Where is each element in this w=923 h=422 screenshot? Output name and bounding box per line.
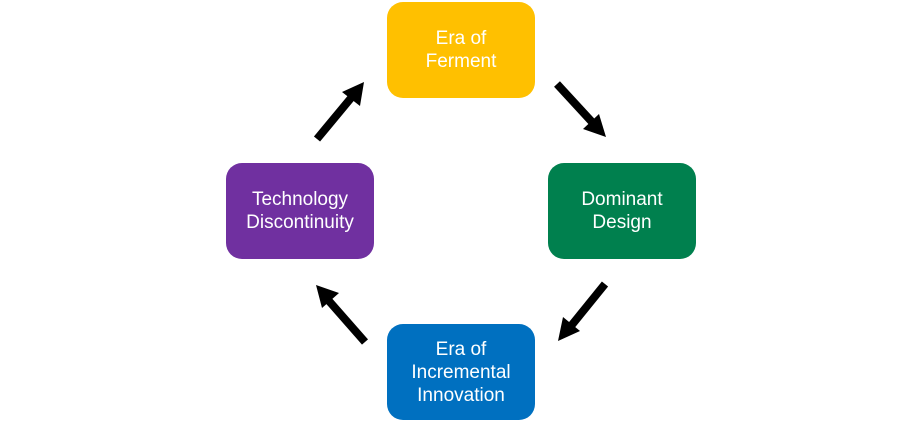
arrow-dominant-to-incremental (558, 281, 609, 341)
arrow-ferment-to-dominant (554, 81, 606, 137)
technology-discontinuity-label: Technology Discontinuity (246, 188, 354, 234)
era-of-ferment-line1: Era of (435, 28, 487, 49)
incremental-line1: Era of (435, 338, 487, 360)
era-of-incremental-innovation-label: Era of Incremental Innovation (411, 338, 510, 407)
era-of-ferment-line2: Ferment (425, 51, 497, 72)
technology-discontinuity-line1: Technology (251, 189, 349, 210)
dominant-design-node: Dominant Design (548, 163, 696, 259)
era-of-ferment-label: Era of Ferment (426, 27, 497, 73)
incremental-line3: Innovation (417, 384, 505, 406)
dominant-design-line1: Dominant (581, 189, 663, 210)
era-of-ferment-node: Era of Ferment (387, 2, 535, 98)
technology-discontinuity-line2: Discontinuity (246, 212, 354, 233)
incremental-line2: Incremental (411, 361, 511, 383)
arrow-incremental-to-tech (316, 285, 369, 345)
era-of-incremental-innovation-node: Era of Incremental Innovation (387, 324, 535, 420)
dominant-design-line2: Design (592, 212, 652, 233)
dominant-design-label: Dominant Design (581, 188, 662, 234)
arrow-tech-to-ferment (313, 82, 364, 142)
technology-discontinuity-node: Technology Discontinuity (226, 163, 374, 259)
